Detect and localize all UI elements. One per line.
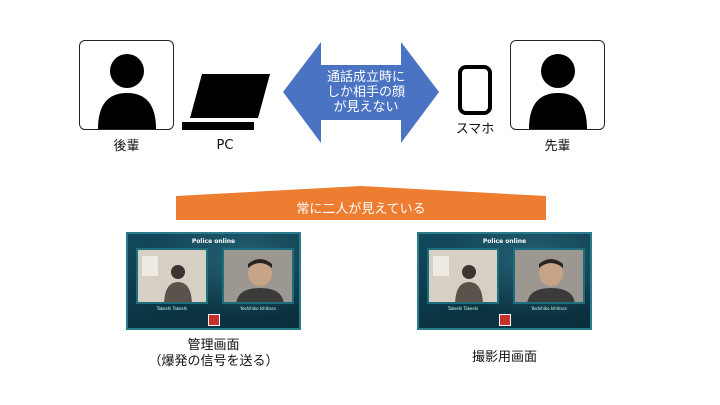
person-icon	[529, 54, 587, 129]
bidirectional-arrow-icon	[283, 42, 439, 143]
person-icon	[98, 54, 156, 129]
video-tile-right	[222, 248, 294, 304]
senior-label: 先輩	[544, 139, 571, 154]
person-video-icon	[429, 250, 497, 302]
management-screen-caption: 管理画面 （爆発の信号を送る）	[126, 338, 301, 370]
arrow-caption-line: しか相手の顔	[326, 85, 405, 100]
end-call-button[interactable]	[499, 314, 511, 326]
junior-label: 後輩	[113, 139, 140, 154]
end-call-button[interactable]	[208, 314, 220, 326]
management-screen-screenshot: Police online Takeshi Takeshi Yoshihiko …	[126, 232, 301, 330]
pc-label: PC	[216, 138, 234, 153]
caller-right-name: Yoshihiko Ishihara	[240, 306, 276, 311]
senior-person-box	[510, 40, 605, 130]
smartphone-icon	[458, 65, 492, 115]
caller-left-name: Takeshi Takeshi	[156, 306, 188, 311]
video-tile-left	[427, 248, 499, 304]
band-caption: 常に二人が見えている	[296, 202, 426, 217]
person-video-icon	[138, 250, 206, 302]
arrow-caption-line: が見えない	[333, 100, 399, 115]
caller-left-name: Takeshi Takeshi	[447, 306, 479, 311]
always-visible-band	[176, 186, 546, 220]
arrow-caption-line: 通話成立時に	[326, 70, 405, 85]
capture-screen-screenshot: Police online Takeshi Takeshi Yoshihiko …	[417, 232, 592, 330]
video-tile-left	[136, 248, 208, 304]
capture-screen-caption: 撮影用画面	[471, 350, 537, 365]
caption-line: 管理画面	[187, 338, 240, 353]
smartphone-label: スマホ	[455, 122, 495, 137]
junior-person-box	[79, 40, 174, 130]
caption-line: （爆発の信号を送る）	[148, 354, 279, 369]
person-video-icon	[224, 250, 292, 302]
app-title: Police online	[482, 238, 527, 245]
laptop-icon	[182, 74, 270, 130]
app-title: Police online	[191, 238, 236, 245]
video-tile-right	[513, 248, 585, 304]
person-video-icon	[515, 250, 583, 302]
arrow-caption: 通話成立時に しか相手の顔 が見えない	[296, 70, 436, 115]
caller-right-name: Yoshihiko Ishihara	[531, 306, 567, 311]
